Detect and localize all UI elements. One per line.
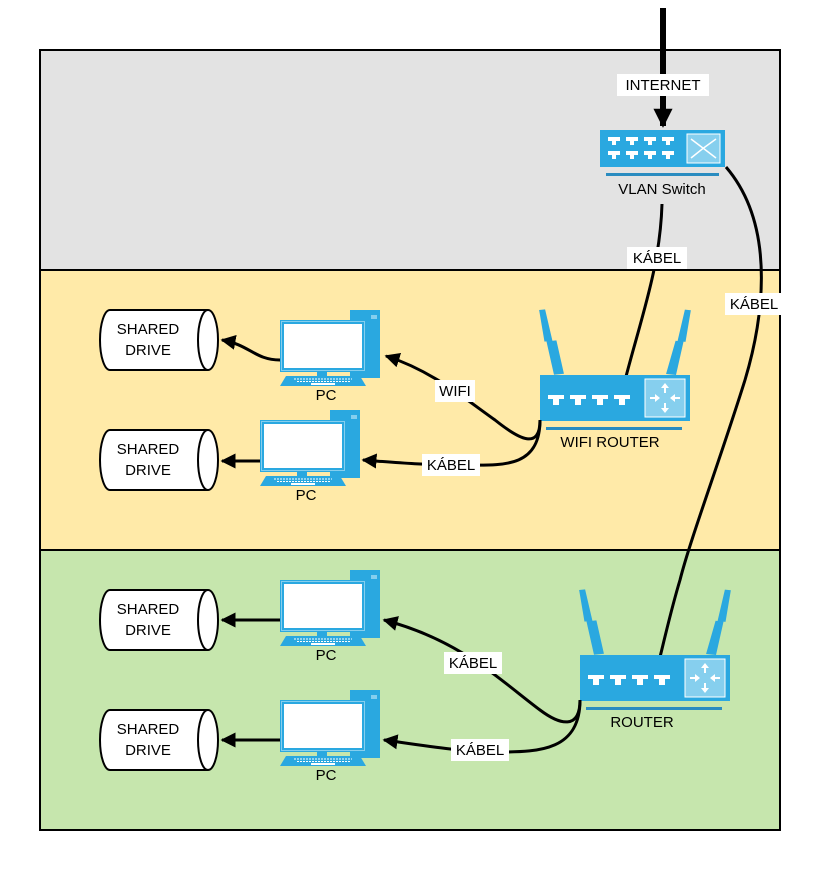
cylinder-drive-icon — [99, 429, 219, 491]
pc-1-label: PC — [316, 387, 337, 404]
link-wifi-router-pc1 — [384, 352, 542, 441]
shared-drive-4[interactable]: SHARED DRIVE — [99, 709, 219, 771]
link-router-pc3 — [382, 616, 582, 724]
link-switch-wifi-router — [617, 203, 664, 394]
link-wifi-router-pc1-label: WIFI — [439, 383, 471, 400]
link-switch-router-label: KÁBEL — [730, 296, 778, 313]
shared-drive-3[interactable]: SHARED DRIVE — [99, 589, 219, 651]
router-label: ROUTER — [610, 714, 674, 731]
link-router-pc3-label: KÁBEL — [449, 655, 497, 672]
pc-4[interactable]: PC — [279, 689, 381, 784]
pc-3[interactable]: PC — [279, 569, 381, 664]
shared-drive-2-line1: SHARED — [117, 441, 180, 458]
cylinder-drive-icon — [99, 309, 219, 371]
internet-label: INTERNET — [626, 77, 701, 94]
vlan-switch[interactable]: VLAN Switch — [600, 130, 725, 198]
link-wifi-router-pc2-label: KÁBEL — [427, 457, 475, 474]
pc-2-label: PC — [296, 487, 317, 504]
shared-drive-2[interactable]: SHARED DRIVE — [99, 429, 219, 491]
internet-label-bg — [617, 74, 709, 96]
router[interactable]: ROUTER — [578, 587, 732, 731]
wifi-router-label: WIFI ROUTER — [560, 434, 659, 451]
vlan-switch-label: VLAN Switch — [618, 181, 706, 198]
pc-1[interactable]: PC — [279, 309, 381, 404]
pc-2[interactable]: PC — [259, 409, 361, 504]
shared-drive-3-line1: SHARED — [117, 601, 180, 618]
shared-drive-4-line1: SHARED — [117, 721, 180, 738]
shared-drive-4-line2: DRIVE — [125, 742, 171, 759]
shared-drive-2-line2: DRIVE — [125, 462, 171, 479]
shared-drive-1[interactable]: SHARED DRIVE — [99, 309, 219, 371]
pc-3-label: PC — [316, 647, 337, 664]
pc-4-label: PC — [316, 767, 337, 784]
link-switch-router — [653, 166, 763, 674]
shared-drive-1-line2: DRIVE — [125, 342, 171, 359]
link-pc1-drive1 — [220, 334, 281, 362]
link-router-pc4-label: KÁBEL — [456, 742, 504, 759]
shared-drive-1-line1: SHARED — [117, 321, 180, 338]
shared-drive-3-line2: DRIVE — [125, 622, 171, 639]
link-switch-wifi-router-label: KÁBEL — [633, 250, 681, 267]
wifi-router[interactable]: WIFI ROUTER — [538, 307, 692, 451]
cylinder-drive-icon — [99, 589, 219, 651]
cylinder-drive-icon — [99, 709, 219, 771]
